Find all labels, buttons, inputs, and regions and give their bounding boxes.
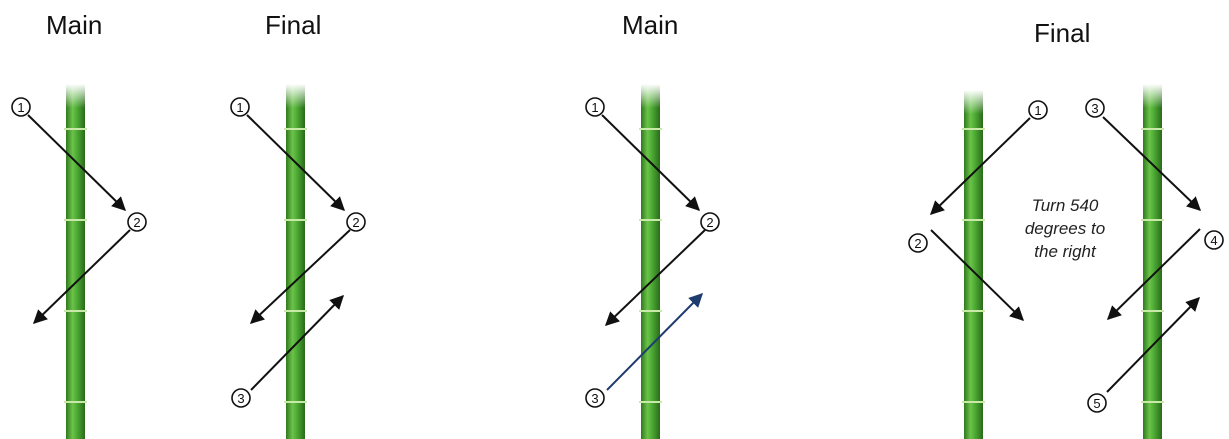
bamboo-stalk-1 [64, 84, 87, 439]
svg-text:3: 3 [591, 391, 598, 406]
panel-4-step-1-marker: 1 [1028, 100, 1048, 120]
panel-1-arrow-1-to-2 [27, 114, 127, 211]
panel-1-arrow-2-out [32, 229, 131, 324]
svg-text:4: 4 [1210, 233, 1217, 248]
svg-text:1: 1 [1034, 103, 1041, 118]
panel-4-step-3-marker: 3 [1085, 98, 1105, 118]
turn-note: Turn 540 degrees to the right [1025, 196, 1105, 261]
panel-3-title: Main [622, 10, 679, 40]
panel-3-arrow-3-out [606, 293, 703, 391]
svg-text:2: 2 [706, 215, 713, 230]
panel-4-step-2-marker: 2 [908, 233, 928, 253]
svg-text:1: 1 [236, 100, 243, 115]
panel-1-title: Main [46, 10, 103, 40]
panel-3-step-2-marker: 2 [700, 212, 720, 232]
svg-text:3: 3 [237, 391, 244, 406]
panel-1-step-1-marker: 1 [11, 97, 31, 117]
svg-text:2: 2 [914, 236, 921, 251]
panel-4-step-5-marker: 5 [1087, 393, 1107, 413]
panel-2-arrow-2-out [249, 229, 351, 324]
svg-text:1: 1 [591, 100, 598, 115]
panel-2-step-1-marker: 1 [230, 97, 250, 117]
panel-3-step-1-marker: 1 [585, 97, 605, 117]
turn-note-line-3: the right [1034, 242, 1097, 261]
svg-text:2: 2 [352, 215, 359, 230]
panel-4-title: Final [1034, 18, 1091, 48]
panel-4-arrow-3-to-4 [1102, 116, 1202, 211]
bamboo-stalk-3 [639, 84, 662, 439]
turn-note-line-2: degrees to [1025, 219, 1105, 238]
panel-4-step-4-marker: 4 [1204, 230, 1224, 250]
panel-2-arrow-3-out [250, 294, 344, 391]
svg-text:1: 1 [17, 100, 24, 115]
svg-text:2: 2 [133, 215, 140, 230]
bamboo-stalk-4b [1141, 84, 1164, 439]
panel-2-title: Final [265, 10, 322, 40]
panel-3-arrow-2-out [604, 229, 706, 326]
panel-2-step-3-marker: 3 [231, 388, 251, 408]
svg-text:3: 3 [1091, 101, 1098, 116]
panel-3-arrow-1-to-2 [601, 114, 701, 211]
bamboo-stalk-2 [284, 84, 307, 439]
panel-2-step-2-marker: 2 [346, 212, 366, 232]
svg-text:5: 5 [1093, 396, 1100, 411]
panel-4-arrow-5-out [1106, 296, 1200, 393]
turn-note-line-1: Turn 540 [1032, 196, 1099, 215]
panel-4-arrow-1-to-2 [929, 117, 1031, 215]
panel-4-arrow-2-out [930, 229, 1025, 321]
panel-1-step-2-marker: 2 [127, 212, 147, 232]
panel-2-arrow-1-to-2 [246, 114, 346, 211]
panel-3-step-3-marker: 3 [585, 388, 605, 408]
panel-4-arrow-4-out [1106, 228, 1201, 320]
